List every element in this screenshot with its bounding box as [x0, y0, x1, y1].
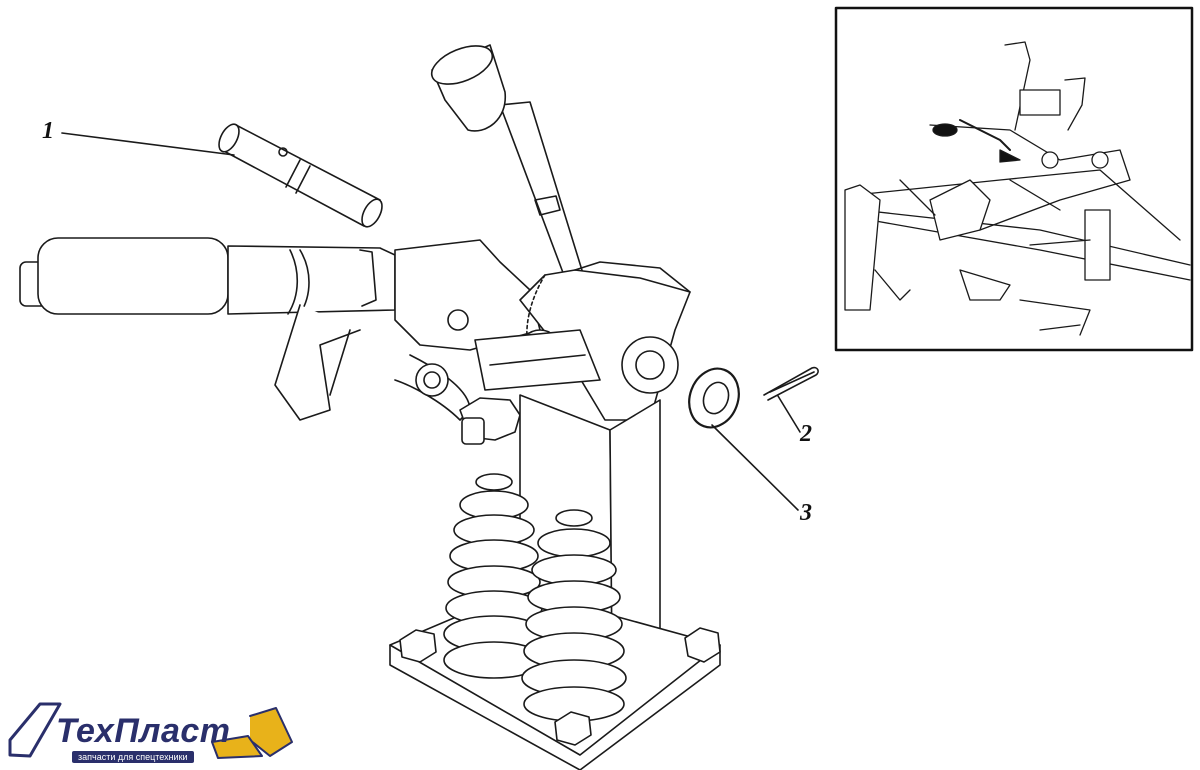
callout-2: 2 — [800, 421, 812, 447]
brand-name-part2: Пласт — [114, 712, 231, 750]
lever-assembly — [19, 44, 721, 770]
cotter-pin-part-2 — [763, 366, 819, 401]
brand-name-part1: Тех — [56, 712, 115, 750]
leader-line-2 — [777, 395, 801, 433]
callout-3: 3 — [800, 500, 812, 526]
pin-part-1 — [218, 123, 383, 228]
inset-location-view — [834, 6, 1194, 352]
brand-tagline: запчасти для спецтехники — [72, 751, 194, 763]
washer-part-3 — [688, 367, 740, 429]
brand-name: ТехПласт — [56, 712, 231, 751]
excavator-icon — [8, 702, 62, 758]
leader-line-3 — [711, 424, 799, 511]
leader-line-1 — [61, 132, 235, 156]
bellows-left — [443, 473, 545, 679]
bellows-right — [521, 509, 627, 722]
callout-1: 1 — [42, 118, 54, 144]
brand-logo — [8, 702, 293, 759]
